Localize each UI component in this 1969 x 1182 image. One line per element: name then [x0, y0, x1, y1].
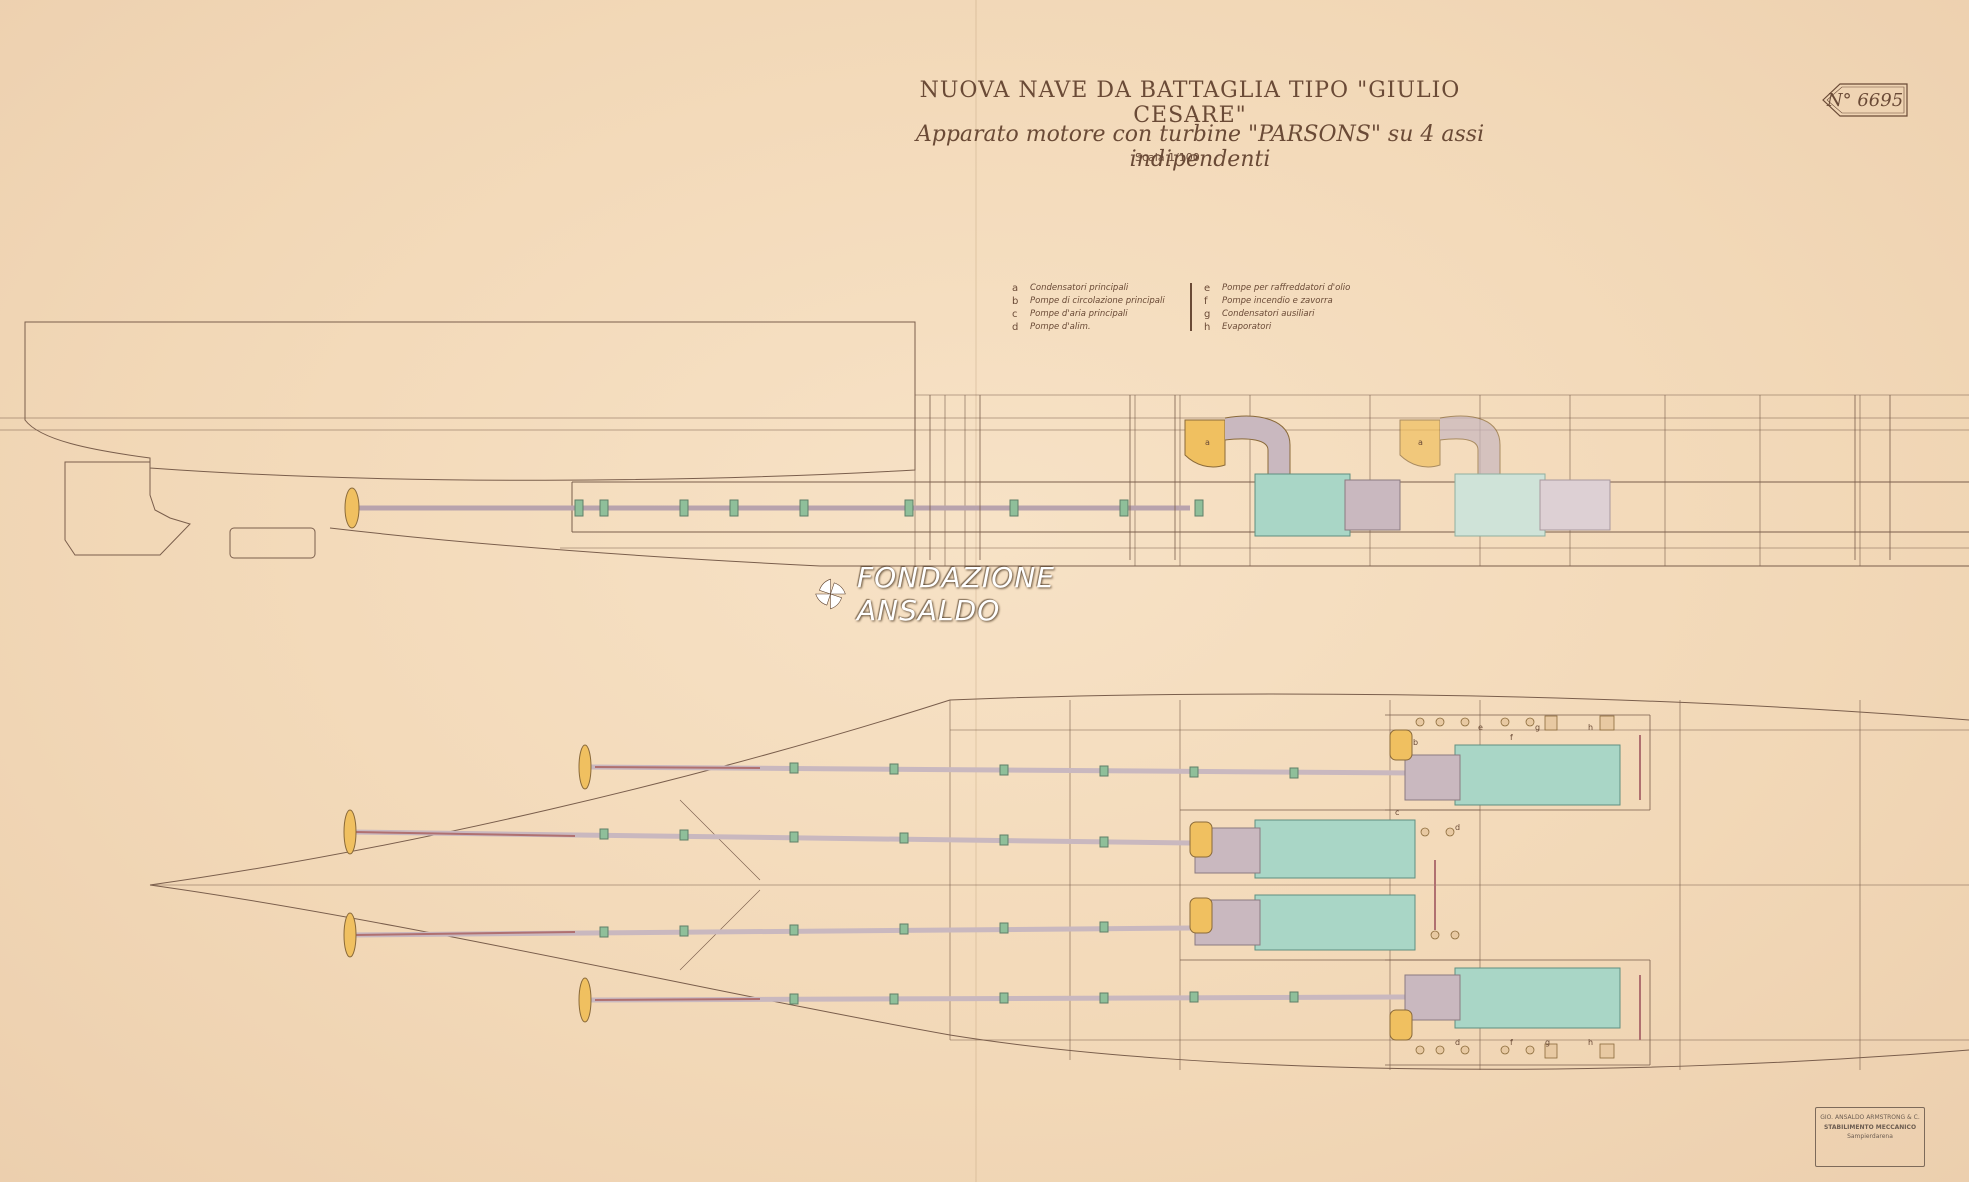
condenser-a-2	[1399, 415, 1501, 481]
fold-line	[975, 0, 977, 1182]
gantry-frames	[929, 395, 1891, 560]
turbine-inner-starboard	[1254, 894, 1416, 951]
legend-divider	[1190, 283, 1194, 331]
label-d-2: d	[1455, 1038, 1460, 1047]
auxiliary-pumps	[1415, 715, 1615, 1059]
label-f-1: f	[1510, 733, 1513, 742]
elevation-bearings	[574, 499, 1204, 517]
label-c-1: c	[1395, 808, 1399, 817]
sheet-number: N° 6695	[1826, 89, 1904, 111]
elevation-view	[0, 321, 1969, 567]
stern-frame	[64, 461, 191, 556]
diamond-frame-icon	[1822, 83, 1908, 117]
keel-line	[329, 527, 1969, 567]
turbine-outer-starboard	[1454, 967, 1621, 1029]
sheet-number-badge: N° 6695	[1815, 82, 1915, 118]
hull-plan-outline-bottom	[149, 884, 1969, 1070]
condenser-a-1	[1184, 415, 1291, 481]
compartments	[1180, 714, 1651, 1066]
elevation-turbine-1	[1254, 473, 1351, 537]
label-h-2: h	[1588, 1038, 1593, 1047]
propeller-outer-port	[578, 744, 592, 790]
elevation-turbine-2	[1454, 473, 1546, 537]
label-a-elevation: a	[1205, 438, 1210, 447]
plan-shaft-brackets	[354, 766, 761, 1001]
plan-shafts	[349, 764, 1411, 1003]
stamp-line-2: STABILIMENTO MECCANICO	[1823, 1123, 1917, 1131]
stamp-line-1: GIO. ANSALDO ARMSTRONG & C.	[1820, 1114, 1920, 1121]
company-stamp: GIO. ANSALDO ARMSTRONG & C. STABILIMENTO…	[1815, 1107, 1925, 1167]
elevation-turbine-1-casing	[1344, 479, 1401, 531]
label-e-1: e	[1478, 723, 1483, 732]
piping	[1434, 735, 1641, 1040]
drawing-title: NUOVA NAVE DA BATTAGLIA TIPO "GIULIO CES…	[919, 78, 1461, 128]
hull-elevation-outline	[24, 321, 916, 481]
elevation-propeller	[344, 487, 360, 529]
plan-propellers	[343, 744, 592, 1023]
elevation-turbine-2-casing	[1539, 479, 1611, 531]
plan-bearings	[599, 762, 1299, 1005]
turbine-inner-port	[1254, 819, 1416, 879]
label-d-1: d	[1455, 823, 1460, 832]
label-h-1: h	[1588, 723, 1593, 732]
propeller-inner-starboard	[343, 912, 357, 958]
watermark: FONDAZIONE ANSALDO	[812, 561, 1182, 627]
stamp-line-3: Sampierdarena	[1847, 1133, 1893, 1141]
ansaldo-logo-icon	[815, 578, 846, 610]
label-a-elevation-2: a	[1418, 438, 1423, 447]
drawing-scale: Scala 1/100	[1135, 151, 1200, 164]
plan-turbine-casings	[1194, 754, 1461, 1021]
watermark-text: FONDAZIONE ANSALDO	[857, 561, 1055, 627]
label-g-2: g	[1545, 1038, 1550, 1047]
propeller-outer-starboard	[578, 977, 592, 1023]
drawing-subtitle: Apparato motore con turbine "PARSONS" su…	[915, 122, 1485, 172]
plan-view	[149, 693, 1969, 1070]
plan-frame-stations	[949, 700, 1861, 1070]
plan-turbines	[1254, 744, 1621, 1029]
propeller-inner-port	[343, 809, 357, 855]
hull-plan-outline-top	[149, 693, 1969, 886]
label-f-2: f	[1510, 1038, 1513, 1047]
rudder	[229, 527, 316, 559]
label-g-1: g	[1535, 723, 1540, 732]
label-b-1: b	[1413, 738, 1418, 747]
plan-condensers	[1189, 729, 1413, 1041]
turbine-outer-port	[1454, 744, 1621, 806]
